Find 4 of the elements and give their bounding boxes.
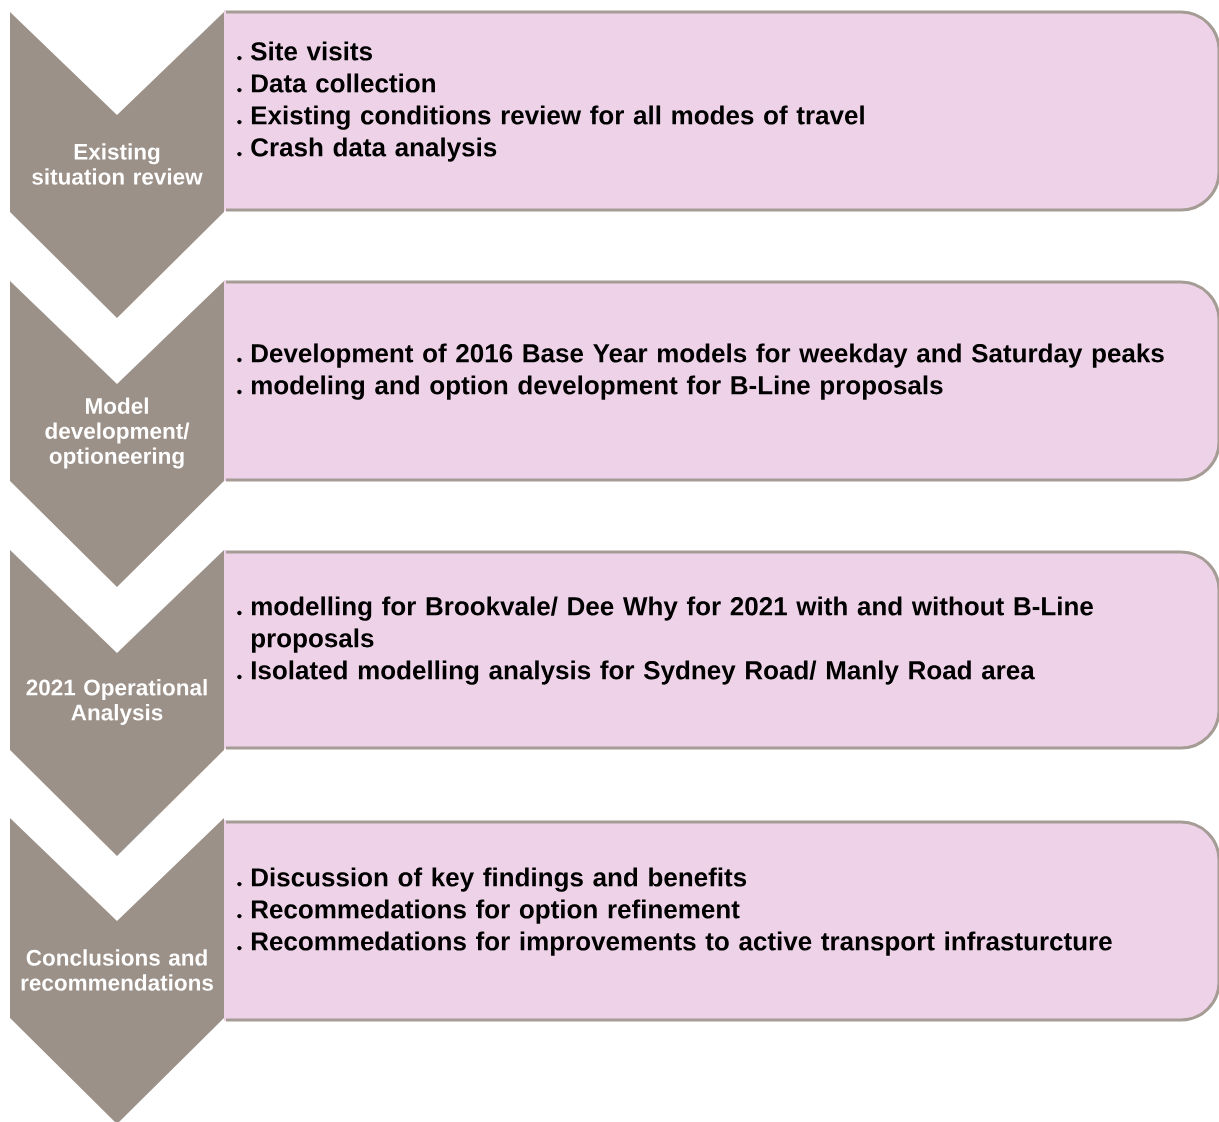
step-box: modelling for Brookvale/ Dee Why for 2021 with and without B-Line proposals Isolated modelling analysis for Sydney Road/ Manly Road area xyxy=(224,550,1219,750)
step-box: Development of 2016 Base Year models for weekday and Saturday peaks modeling and option development for B-Line proposals xyxy=(224,280,1219,482)
step-box: Site visits Data collection Existing conditions review for all modes of travel Crash data analysis xyxy=(224,10,1219,212)
step-box: Discussion of key findings and benefits Recommedations for option refinement Recommedations for improvements to active transport infrasturcture xyxy=(224,820,1219,1022)
